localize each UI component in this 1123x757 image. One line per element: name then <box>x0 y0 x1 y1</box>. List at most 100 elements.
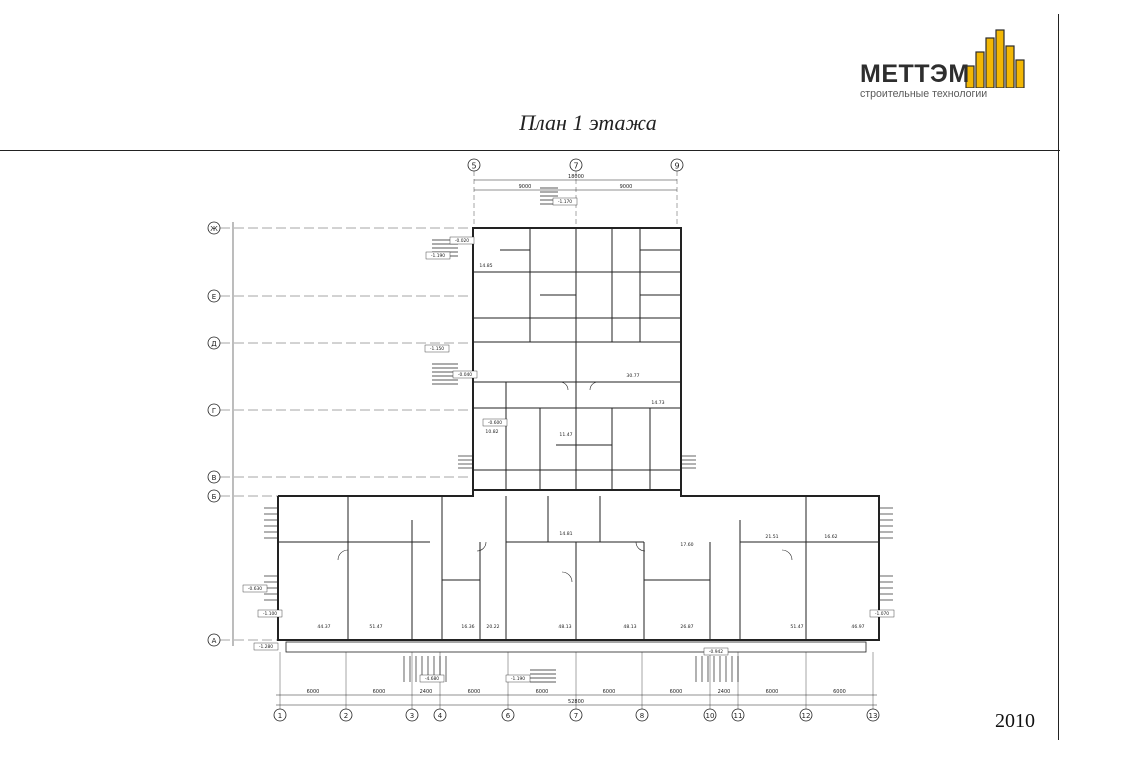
axis-bottom-bubble-2 <box>339 708 353 722</box>
level-box-7 <box>242 584 268 593</box>
axis-side-label-4: В <box>212 474 217 482</box>
bottom-segment-dim-2: 2400 <box>420 689 433 695</box>
level-box-10 <box>703 647 729 656</box>
brand-name: МЕТТЭМ <box>860 60 970 88</box>
bottom-segment-dim-6: 6000 <box>670 689 683 695</box>
level-box-1 <box>449 236 475 245</box>
level-mark-1: -0.020 <box>455 238 469 244</box>
top-segment-dim-0: 9000 <box>519 184 532 190</box>
axis-top-label-9: 9 <box>674 162 679 171</box>
room-area-10: 51.47 <box>790 624 803 630</box>
room-area-16: 30.77 <box>626 373 639 379</box>
bottom-segment-dim-7: 2400 <box>718 689 731 695</box>
building-bars-icon <box>965 29 1025 88</box>
bottom-segment-dim-0: 6000 <box>307 689 320 695</box>
bottom-segment-dim-5: 6000 <box>603 689 616 695</box>
level-mark-0: -1.170 <box>558 199 572 205</box>
axis-bottom-bubble-10 <box>703 708 717 722</box>
level-box-4 <box>452 370 478 379</box>
logo-bar-4 <box>1005 45 1015 88</box>
room-area-12: 16.62 <box>824 534 837 540</box>
axis-bottom-label-6: 6 <box>506 712 511 720</box>
level-mark-8: -1.070 <box>875 611 889 617</box>
bottom-segment-dim-4: 6000 <box>536 689 549 695</box>
axis-bottom-label-2: 2 <box>344 712 348 720</box>
level-box-11 <box>419 674 445 683</box>
axis-bottom-label-3: 3 <box>410 712 414 720</box>
axis-bottom-bubble-4 <box>433 708 447 722</box>
level-box-9 <box>253 642 279 651</box>
level-box-6 <box>257 609 283 618</box>
plan-title: План 1 этажа <box>519 110 657 135</box>
bottom-segment-dim-9: 6000 <box>833 689 846 695</box>
top-segment-dim-1: 9000 <box>620 184 633 190</box>
logo-bar-0 <box>965 65 975 88</box>
axis-bottom-label-1: 1 <box>278 712 282 720</box>
axis-bottom-label-13: 13 <box>869 712 878 720</box>
axis-bottom-bubble-6 <box>501 708 515 722</box>
logo-bar-3 <box>995 29 1005 88</box>
room-area-15: 11.47 <box>559 432 572 438</box>
room-area-3: 51.47 <box>369 624 382 630</box>
level-box-2 <box>425 251 451 260</box>
axis-bottom-bubble-13 <box>866 708 880 722</box>
room-area-9: 21.51 <box>765 534 778 540</box>
axis-bottom-bubble-8 <box>635 708 649 722</box>
bottom-segment-dim-1: 6000 <box>373 689 386 695</box>
level-mark-12: -1.190 <box>511 676 525 682</box>
axis-top-label-5: 5 <box>471 162 476 171</box>
axis-bottom-label-11: 11 <box>734 712 743 720</box>
level-box-3 <box>424 344 450 353</box>
year-label: 2010 <box>995 710 1035 732</box>
level-mark-9: -1.280 <box>259 644 273 650</box>
level-mark-2: -1.190 <box>431 253 445 259</box>
axis-bottom-bubble-1 <box>273 708 287 722</box>
axis-bottom-label-10: 10 <box>706 712 715 720</box>
level-box-5 <box>482 418 508 427</box>
level-box-12 <box>505 674 531 683</box>
room-area-8: 26.87 <box>680 624 693 630</box>
level-box-0 <box>552 197 578 206</box>
axis-bottom-label-8: 8 <box>640 712 644 720</box>
axis-side-label-6: А <box>212 637 217 645</box>
bottom-total-dim: 52800 <box>568 699 584 705</box>
room-area-1: 10.82 <box>485 429 498 435</box>
axis-side-label-0: Ж <box>210 225 218 233</box>
room-area-13: 17.60 <box>680 542 693 548</box>
room-area-6: 48.13 <box>558 624 571 630</box>
axis-side-label-1: Е <box>212 293 216 301</box>
room-area-4: 16.36 <box>461 624 474 630</box>
axis-bottom-bubble-11 <box>731 708 745 722</box>
axis-bottom-bubble-3 <box>405 708 419 722</box>
level-mark-3: -1.150 <box>430 346 444 352</box>
company-logo: МЕТТЭМ строительные технологии <box>856 26 1026 102</box>
level-mark-6: -1.100 <box>263 611 277 617</box>
axis-bottom-bubble-12 <box>799 708 813 722</box>
axis-side-label-2: Д <box>211 340 217 348</box>
bottom-segment-dim-3: 6000 <box>468 689 481 695</box>
top-total-dim: 18000 <box>568 174 584 180</box>
axis-bottom-label-12: 12 <box>802 712 811 720</box>
level-box-8 <box>869 609 895 618</box>
axis-side-label-3: Г <box>212 407 216 415</box>
brand-tagline: строительные технологии <box>860 88 988 100</box>
level-mark-5: -0.600 <box>488 420 502 426</box>
room-area-11: 46.97 <box>851 624 864 630</box>
room-area-2: 44.37 <box>317 624 330 630</box>
bottom-segment-dim-8: 6000 <box>766 689 779 695</box>
header-divider <box>0 150 1060 151</box>
right-border <box>1058 14 1059 740</box>
axis-bottom-label-4: 4 <box>438 712 443 720</box>
level-mark-11: -4.680 <box>425 676 439 682</box>
room-area-17: 14.73 <box>651 400 664 406</box>
room-area-0: 14.85 <box>479 263 492 269</box>
axis-bottom-label-7: 7 <box>574 712 578 720</box>
logo-bar-5 <box>1015 59 1025 88</box>
room-area-5: 20.22 <box>486 624 499 630</box>
logo-bar-2 <box>985 37 995 88</box>
room-area-7: 48.13 <box>623 624 636 630</box>
room-area-14: 14.81 <box>559 531 572 537</box>
level-mark-7: -0.630 <box>248 586 262 592</box>
